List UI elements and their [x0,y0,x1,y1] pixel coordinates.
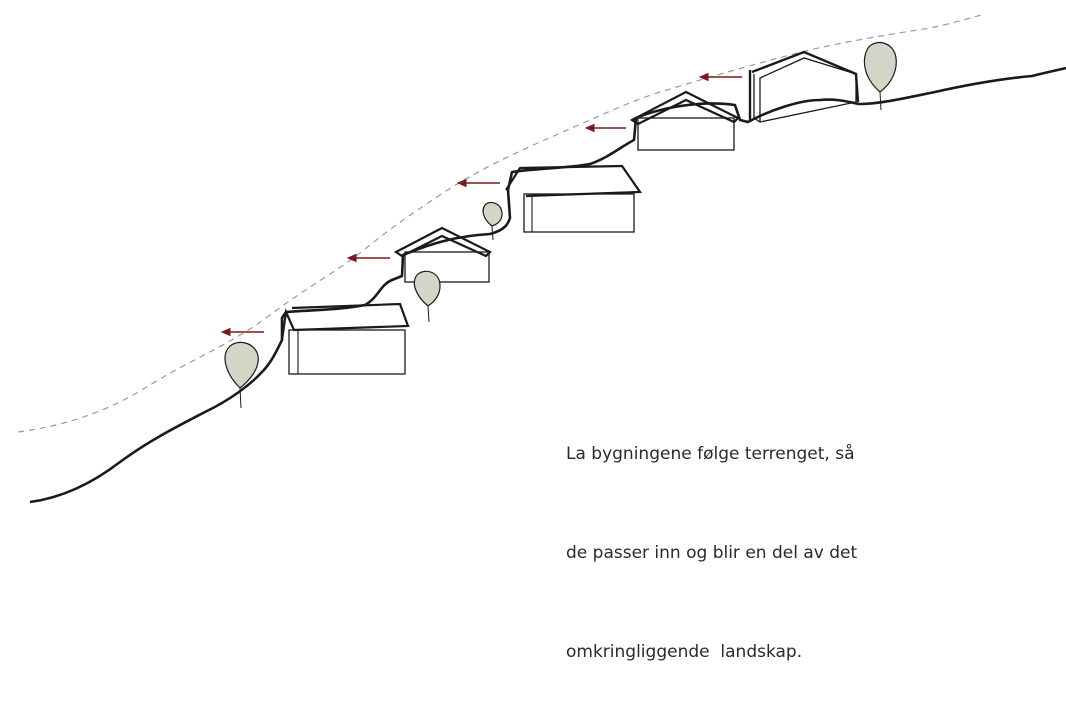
arrow-left-icon [698,72,742,82]
caption-line-3: omkringliggende landskap. [566,642,803,662]
caption-line-2: de passer inn og blir en del av det [566,543,858,563]
arrow-left-icon [584,123,626,133]
tree-icon [482,201,503,241]
tree-icon [224,341,259,409]
caption-line-1: La bygningene følge terrenget, så [566,444,855,464]
house-4 [629,90,740,151]
dashed-contour-line [17,13,986,433]
arrow-left-icon [346,253,390,263]
tree-icon [863,41,897,111]
terrain-line [29,66,1066,504]
caption-text: La bygningene følge terrenget, så de pas… [566,372,966,702]
house-3 [505,164,643,233]
arrow-left-icon [220,327,264,337]
house-1 [280,302,410,375]
tree-icon [413,270,441,323]
house-5 [748,50,860,123]
terrain-diagram [17,13,1066,504]
arrow-left-icon [456,178,500,188]
house-2 [393,226,492,283]
